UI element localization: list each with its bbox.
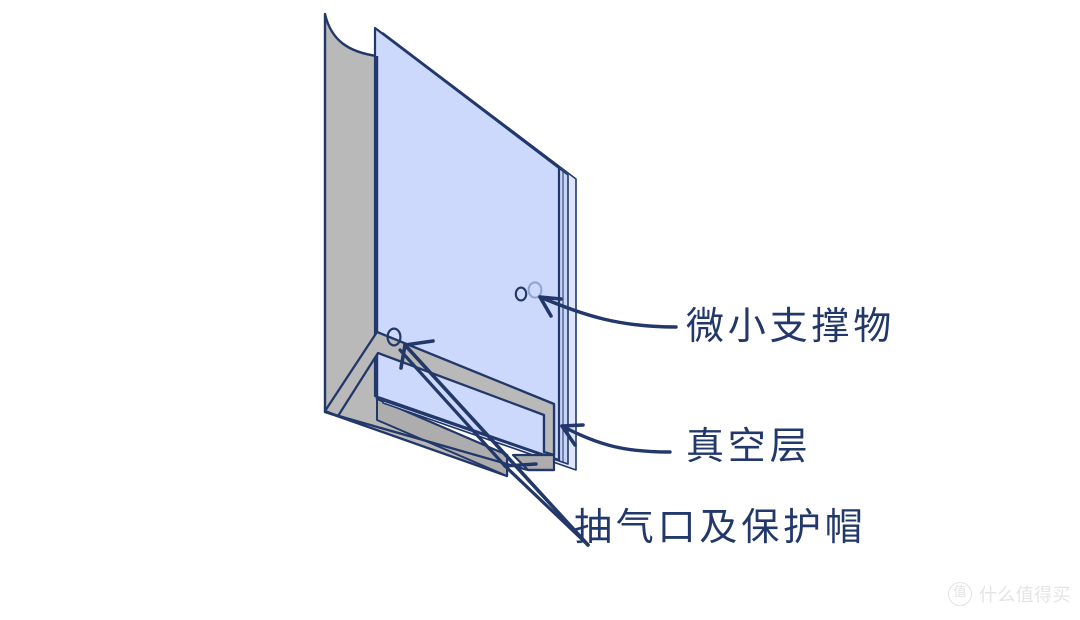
support-pillar-circle-1 xyxy=(514,286,528,302)
watermark: 值 什么值得买 xyxy=(948,581,1071,607)
label-support: 微小支撑物 xyxy=(686,304,896,348)
backing-slope-band xyxy=(323,330,556,457)
support-pillar-circles xyxy=(514,281,543,302)
support-pillar-circle-2 xyxy=(527,281,543,299)
label-exhaust-port: 抽气口及保护帽 xyxy=(574,505,867,549)
leader-arrow-support xyxy=(538,295,678,329)
label-vacuum: 真空层 xyxy=(686,424,812,468)
leader-arrow-vacuum xyxy=(560,423,672,454)
leader-arrow-port xyxy=(398,339,590,547)
backing-slope-outline xyxy=(323,410,556,472)
watermark-logo-icon: 值 xyxy=(948,582,972,606)
backing-bottom-flap xyxy=(376,398,508,477)
watermark-text: 什么值得买 xyxy=(979,585,1071,606)
exhaust-port-circle xyxy=(386,327,402,347)
